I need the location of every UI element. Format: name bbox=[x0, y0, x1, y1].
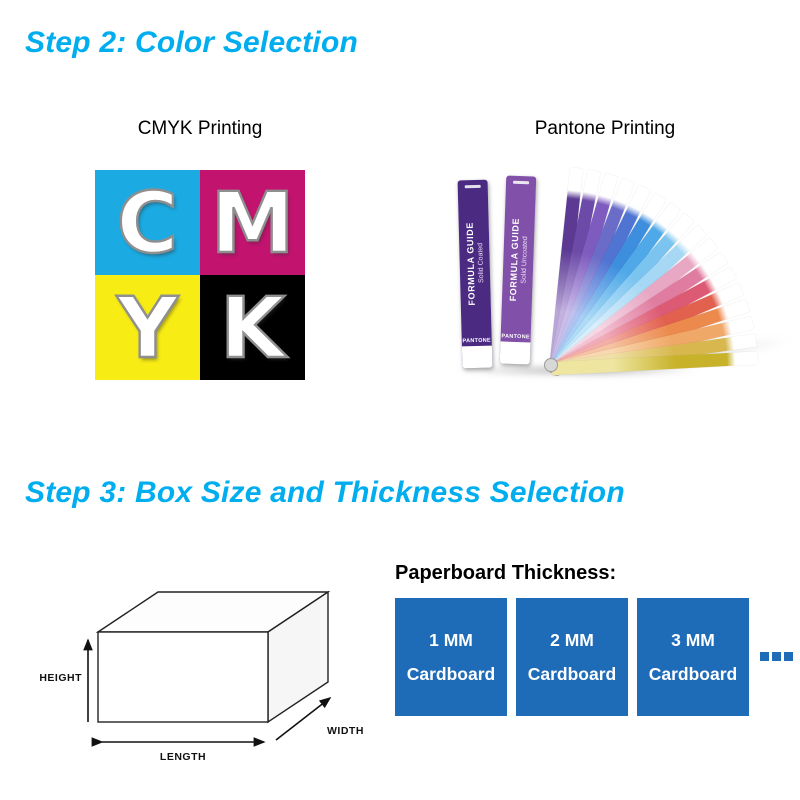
thickness-material: Cardboard bbox=[527, 663, 617, 684]
guide-subtitle: Solid Uncoated bbox=[520, 235, 529, 284]
guide-brand: PANTONE bbox=[501, 333, 530, 341]
thickness-material: Cardboard bbox=[406, 663, 496, 684]
height-label: HEIGHT bbox=[39, 672, 82, 684]
thickness-value: 2 MM bbox=[550, 629, 594, 650]
cmyk-letter-k: K bbox=[219, 278, 286, 377]
thickness-value: 1 MM bbox=[429, 629, 473, 650]
width-arrow bbox=[275, 697, 332, 741]
thickness-option-3: 3 MM Cardboard bbox=[637, 598, 749, 716]
thickness-option-1: 1 MM Cardboard bbox=[395, 598, 507, 716]
paperboard-thickness-heading: Paperboard Thickness: bbox=[395, 562, 617, 584]
cmyk-cell-k: K bbox=[200, 275, 305, 380]
length-label: LENGTH bbox=[160, 751, 206, 763]
pantone-printing-label: Pantone Printing bbox=[534, 118, 676, 139]
cmyk-cell-m: M bbox=[200, 170, 305, 275]
box-front-face bbox=[97, 631, 269, 723]
fan-pivot-rivet bbox=[544, 358, 558, 372]
ellipsis-dot bbox=[784, 652, 793, 661]
thickness-material: Cardboard bbox=[648, 663, 738, 684]
guide-title: FORMULA GUIDE bbox=[507, 217, 521, 302]
thickness-option-2: 2 MM Cardboard bbox=[516, 598, 628, 716]
cmyk-cell-c: C bbox=[95, 170, 200, 275]
cmyk-cell-y: Y bbox=[95, 275, 200, 380]
ellipsis-dot bbox=[772, 652, 781, 661]
thickness-value: 3 MM bbox=[671, 629, 715, 650]
spine-logo-mark bbox=[464, 184, 481, 189]
spine-logo-mark bbox=[513, 180, 530, 185]
cmyk-letter-y: Y bbox=[116, 278, 179, 377]
more-options-ellipsis bbox=[760, 652, 793, 661]
width-label: WIDTH bbox=[327, 725, 364, 737]
box-dimensions-diagram: HEIGHT LENGTH WIDTH bbox=[39, 590, 364, 763]
guide-brand: PANTONE bbox=[462, 337, 492, 345]
guide-title: FORMULA GUIDE bbox=[464, 221, 477, 306]
thickness-options: 1 MM Cardboard 2 MM Cardboard 3 MM Cardboard bbox=[395, 598, 749, 716]
ellipsis-dot bbox=[760, 652, 769, 661]
cmyk-letter-m: M bbox=[210, 173, 296, 272]
guide-footer bbox=[461, 345, 493, 369]
step3-title: Step 3: Box Size and Thickness Selection bbox=[25, 476, 625, 509]
cmyk-printing-label: CMYK Printing bbox=[137, 118, 263, 139]
cmyk-letter-c: C bbox=[115, 173, 179, 272]
guide-subtitle: Solid Coated bbox=[476, 243, 485, 284]
step2-title: Step 2: Color Selection bbox=[25, 26, 358, 59]
guide-footer bbox=[499, 341, 531, 365]
